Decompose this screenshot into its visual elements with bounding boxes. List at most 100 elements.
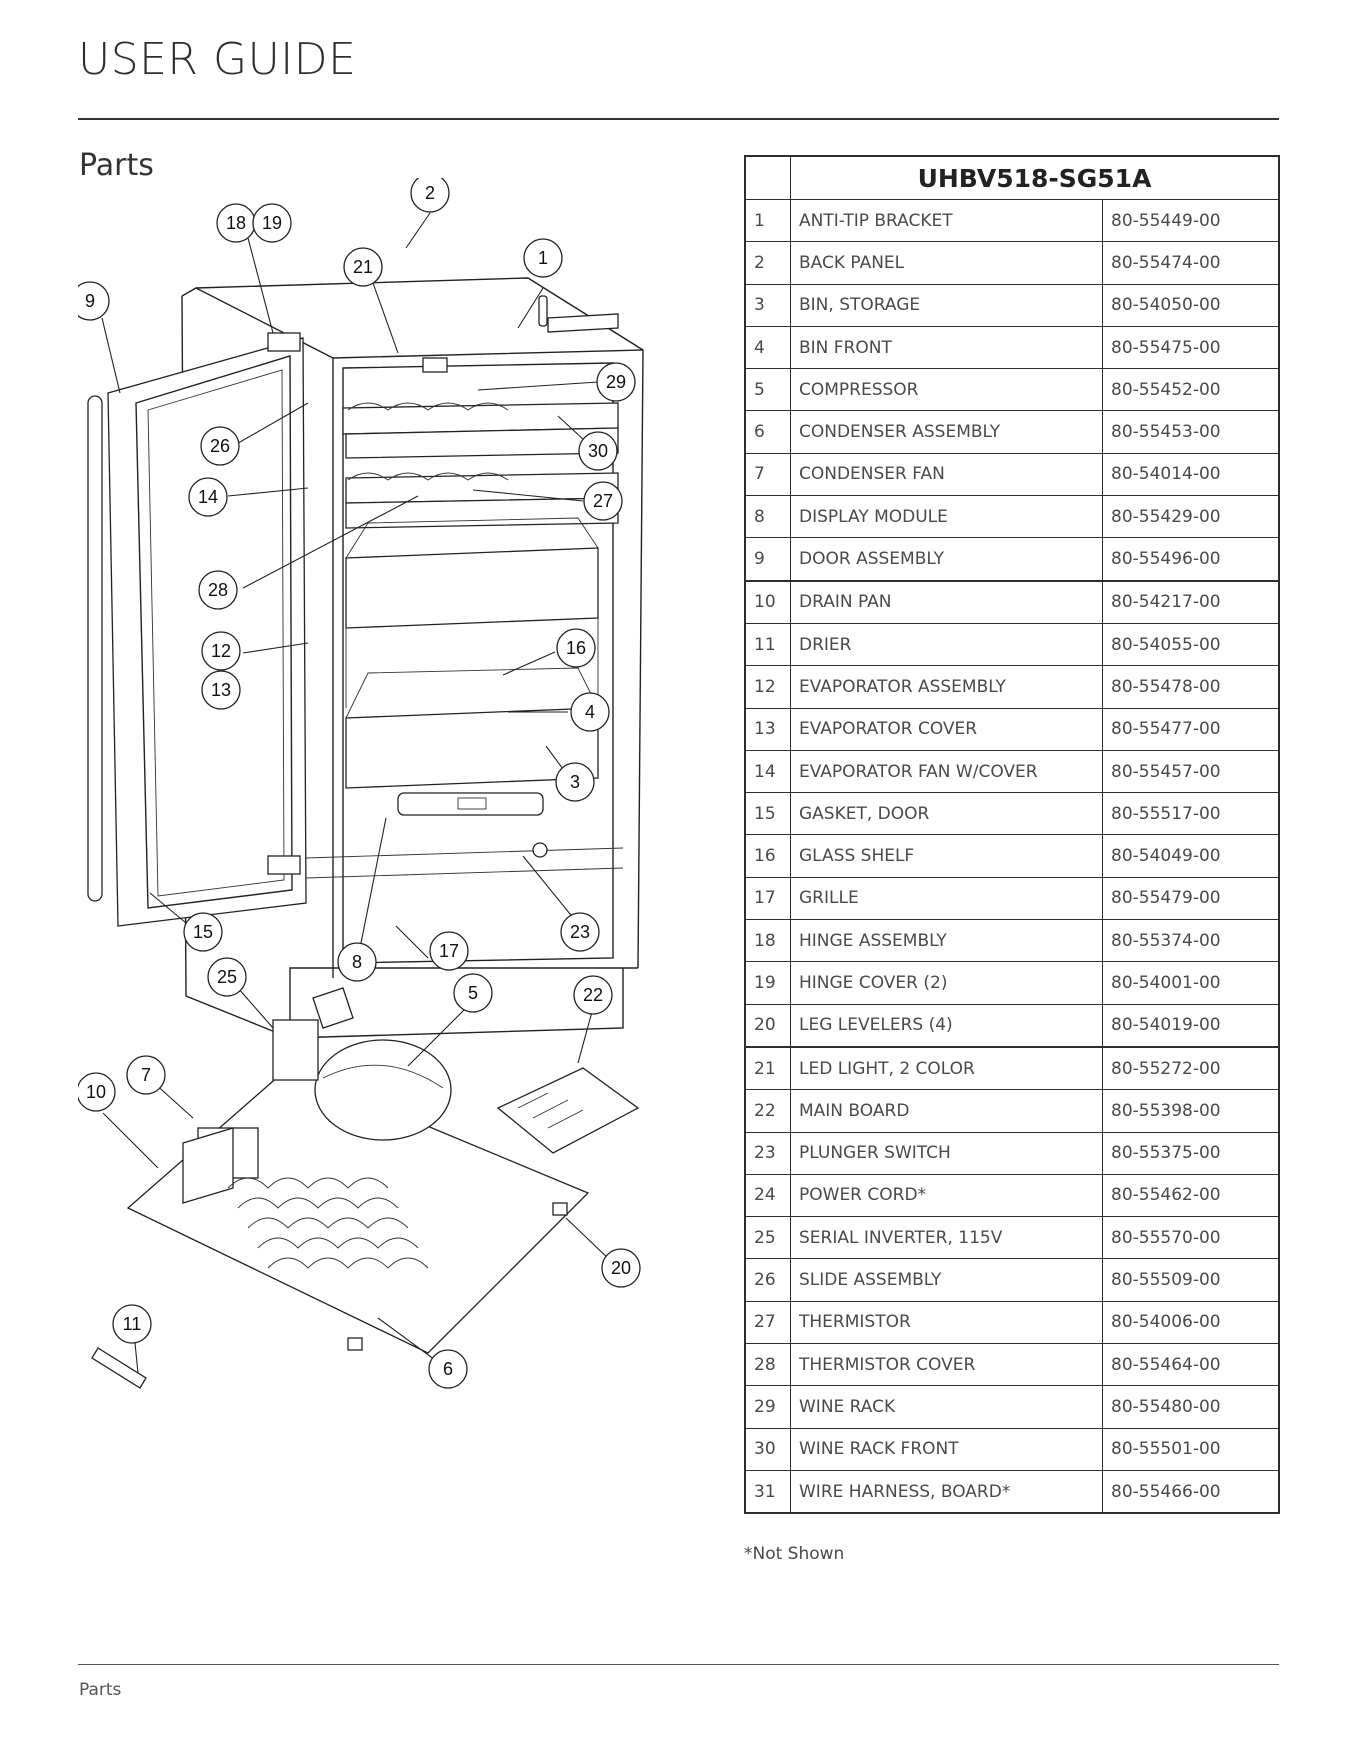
part-name-cell: LEG LEVELERS (4) — [790, 1003, 1103, 1048]
part-code-cell: 80-55462-00 — [1102, 1173, 1280, 1218]
part-code-cell: 80-55480-00 — [1102, 1385, 1280, 1429]
part-name-cell: THERMISTOR — [790, 1300, 1103, 1345]
part-name-cell: LED LIGHT, 2 COLOR — [790, 1045, 1103, 1091]
part-code-cell: 80-55478-00 — [1102, 665, 1280, 709]
model-number: UHBV518-SG51A — [790, 155, 1280, 200]
part-code-cell: 80-55479-00 — [1102, 876, 1280, 921]
svg-text:4: 4 — [585, 702, 595, 722]
part-number-cell: 1 — [744, 198, 791, 243]
footnote: *Not Shown — [744, 1544, 845, 1564]
part-code-cell: 80-55477-00 — [1102, 707, 1280, 751]
part-name-cell: BACK PANEL — [790, 241, 1103, 285]
svg-text:1: 1 — [538, 248, 548, 268]
part-number-cell: 22 — [744, 1089, 791, 1133]
svg-text:7: 7 — [141, 1065, 151, 1085]
part-number-cell: 25 — [744, 1216, 791, 1260]
svg-text:28: 28 — [208, 580, 228, 600]
part-name-cell: COMPRESSOR — [790, 368, 1103, 412]
callout-1: 1 — [523, 238, 563, 278]
svg-text:20: 20 — [611, 1258, 631, 1278]
part-number-cell: 4 — [744, 325, 791, 370]
part-number-cell: 9 — [744, 537, 791, 582]
part-number-cell: 3 — [744, 283, 791, 327]
svg-text:23: 23 — [570, 922, 590, 942]
svg-text:11: 11 — [123, 1314, 142, 1334]
svg-text:22: 22 — [583, 985, 603, 1005]
part-code-cell: 80-55466-00 — [1102, 1469, 1280, 1514]
part-name-cell: BIN, STORAGE — [790, 283, 1103, 327]
callout-28: 28 — [198, 570, 238, 610]
part-name-cell: WINE RACK FRONT — [790, 1427, 1103, 1471]
svg-text:30: 30 — [588, 441, 608, 461]
callout-30: 30 — [578, 431, 618, 471]
callout-6: 6 — [428, 1349, 468, 1389]
callout-25: 25 — [207, 957, 247, 997]
part-number-cell: 16 — [744, 834, 791, 878]
svg-text:5: 5 — [468, 983, 478, 1003]
part-number-cell: 23 — [744, 1131, 791, 1175]
callout-4: 4 — [570, 692, 610, 732]
part-code-cell: 80-55501-00 — [1102, 1427, 1280, 1471]
svg-text:9: 9 — [85, 291, 95, 311]
part-number-cell: 18 — [744, 919, 791, 963]
part-name-cell: GLASS SHELF — [790, 834, 1103, 878]
section-title: Parts — [79, 148, 154, 183]
part-number-cell: 12 — [744, 665, 791, 709]
part-name-cell: EVAPORATOR ASSEMBLY — [790, 665, 1103, 709]
part-code-cell: 80-55453-00 — [1102, 410, 1280, 454]
part-code-cell: 80-55570-00 — [1102, 1216, 1280, 1260]
svg-text:15: 15 — [193, 922, 213, 942]
part-name-cell: GASKET, DOOR — [790, 792, 1103, 836]
part-number-cell: 20 — [744, 1003, 791, 1048]
callout-27: 27 — [583, 481, 623, 521]
callout-11: 11 — [112, 1304, 152, 1344]
part-number-cell: 11 — [744, 622, 791, 667]
part-name-cell: DRIER — [790, 622, 1103, 667]
callout-26: 26 — [200, 426, 240, 466]
part-code-cell: 80-55464-00 — [1102, 1343, 1280, 1387]
callout-18: 18 — [216, 203, 256, 243]
part-name-cell: MAIN BOARD — [790, 1089, 1103, 1133]
part-code-cell: 80-54019-00 — [1102, 1003, 1280, 1048]
svg-text:14: 14 — [198, 487, 218, 507]
svg-text:29: 29 — [606, 372, 626, 392]
footer-divider — [78, 1664, 1279, 1665]
part-number-cell: 26 — [744, 1258, 791, 1302]
svg-text:13: 13 — [211, 680, 231, 700]
svg-text:3: 3 — [570, 772, 580, 792]
svg-text:25: 25 — [217, 967, 237, 987]
part-code-cell: 80-54217-00 — [1102, 579, 1280, 624]
part-code-cell: 80-55457-00 — [1102, 749, 1280, 794]
svg-text:10: 10 — [86, 1082, 106, 1102]
part-number-cell: 5 — [744, 368, 791, 412]
part-name-cell: DRAIN PAN — [790, 579, 1103, 624]
svg-text:17: 17 — [439, 941, 459, 961]
callout-20: 20 — [601, 1248, 641, 1288]
part-number-cell: 2 — [744, 241, 791, 285]
part-code-cell: 80-54049-00 — [1102, 834, 1280, 878]
parts-diagram: 2 18 19 21 1 9 29 26 30 14 27 28 12 16 1… — [78, 178, 644, 1389]
svg-text:27: 27 — [593, 491, 613, 511]
part-name-cell: HINGE COVER (2) — [790, 961, 1103, 1005]
part-code-cell: 80-54050-00 — [1102, 283, 1280, 327]
part-code-cell: 80-55452-00 — [1102, 368, 1280, 412]
part-number-cell: 17 — [744, 876, 791, 921]
callout-21: 21 — [343, 247, 383, 287]
part-number-cell: 15 — [744, 792, 791, 836]
part-name-cell: CONDENSER ASSEMBLY — [790, 410, 1103, 454]
part-number-cell: 29 — [744, 1385, 791, 1429]
